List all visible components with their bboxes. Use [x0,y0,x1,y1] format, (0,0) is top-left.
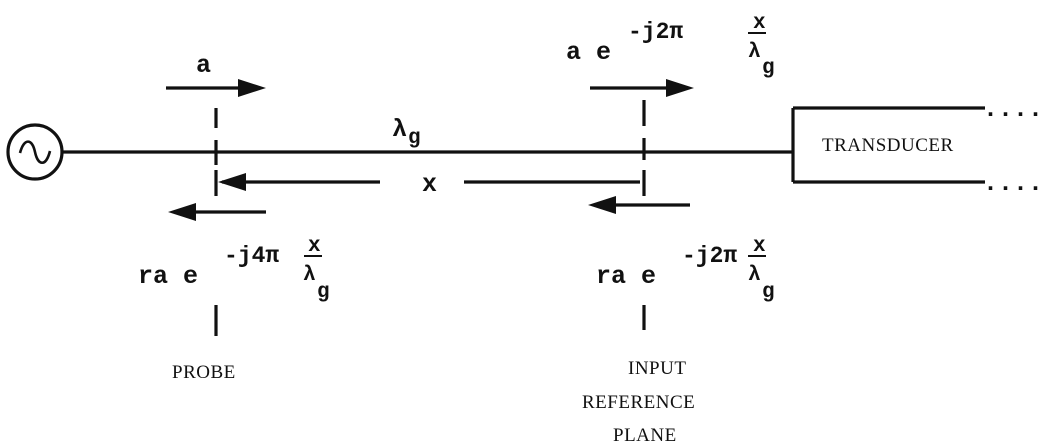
reference-name-line3: PLANE [613,425,677,445]
continuation-dots-bottom: .... [983,169,1042,198]
probe-incident-label: a [196,51,211,80]
reference-reflected-fraction-subscript: g [762,281,775,304]
reference-incident-exponent: -j2π [628,19,683,45]
reference-incident-arrow [590,79,694,97]
continuation-dots-top: .... [983,95,1042,124]
reference-reflected-fraction-denominator: λ [748,264,761,287]
transducer-label: TRANSDUCER [822,135,954,156]
reference-incident-fraction-numerator: x [753,12,766,35]
probe-reflected-exponent: -j4π [224,243,279,269]
probe-reflected-prefix: ra e [138,262,198,291]
reference-reflected-exponent: -j2π [682,243,737,269]
reference-reflected-label: ra e -j2π x λ g [596,235,775,304]
reference-incident-label: a e -j2π x λ g [566,12,775,80]
wavelength-label: λ g [392,115,421,150]
reference-name-line1: INPUT [628,358,686,379]
reference-name-line2: REFERENCE [582,392,695,413]
probe-fraction-subscript: g [317,281,330,304]
reference-reflected-prefix: ra e [596,262,656,291]
probe-name: PROBE [172,362,236,383]
wavelength-subscript: g [408,127,421,150]
probe-fraction-denominator: λ [303,264,316,287]
reference-incident-fraction-subscript: g [762,57,775,80]
distance-dimension [218,173,640,191]
reference-reflected-arrow [588,196,690,214]
reference-incident-prefix: a e [566,38,611,67]
reference-reflected-fraction-numerator: x [753,235,766,258]
sine-source-icon [6,123,64,181]
probe-reflected-arrow [168,203,266,221]
probe-fraction-numerator: x [308,235,321,258]
wavelength-symbol: λ [392,115,407,144]
reference-incident-fraction-denominator: λ [748,41,761,64]
probe-incident-arrow [166,79,266,97]
transducer-box [791,106,985,184]
probe-reflected-label: ra e -j4π x λ g [138,235,330,304]
distance-label: x [422,170,437,199]
